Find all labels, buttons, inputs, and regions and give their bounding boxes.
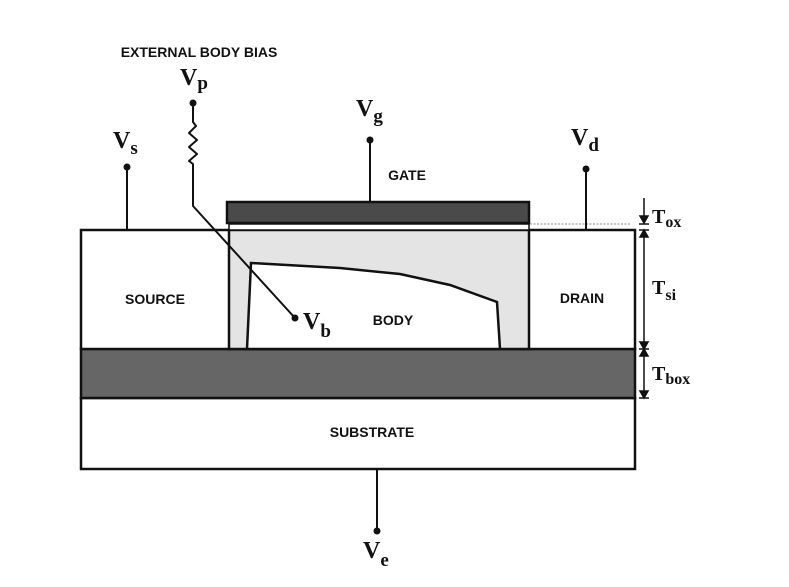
external-body-bias-label: EXTERNAL BODY BIAS	[121, 44, 278, 60]
vp-label: Vp	[180, 65, 208, 94]
ve-label: Ve	[363, 538, 389, 571]
substrate-region	[79, 396, 637, 471]
tsi-arrow-up-icon	[638, 228, 650, 238]
source-label: SOURCE	[125, 291, 185, 307]
gate-label: GATE	[388, 167, 426, 183]
resistor-icon	[188, 103, 296, 319]
tsi-label: Tsi	[652, 277, 677, 304]
vb-label: Vb	[303, 309, 331, 342]
drain-label: DRAIN	[560, 290, 604, 306]
tbox-label: Tbox	[652, 363, 690, 388]
tsi-arrow-down-icon	[638, 341, 650, 351]
dimension-arrows	[638, 198, 650, 400]
tox-label: Tox	[652, 206, 681, 231]
vg-terminal-dot	[366, 136, 374, 144]
vd-label: Vd	[571, 125, 599, 156]
vb-terminal-dot	[291, 314, 299, 322]
vg-label: Vg	[356, 96, 383, 127]
depletion-boundary	[245, 261, 502, 351]
substrate-label: SUBSTRATE	[330, 424, 415, 440]
buried-oxide-layer	[79, 347, 637, 400]
gate-oxide	[228, 223, 530, 231]
gate-electrode	[225, 200, 531, 225]
vd-terminal-dot	[582, 165, 590, 173]
tbox-arrow-up-icon	[638, 347, 650, 357]
tbox-arrow-down-icon	[638, 390, 650, 400]
tox-arrow-down-icon	[638, 215, 650, 225]
vs-terminal-dot	[123, 163, 131, 171]
body-label: BODY	[373, 312, 414, 328]
ve-terminal-dot	[373, 527, 381, 535]
vs-label: Vs	[113, 128, 138, 159]
